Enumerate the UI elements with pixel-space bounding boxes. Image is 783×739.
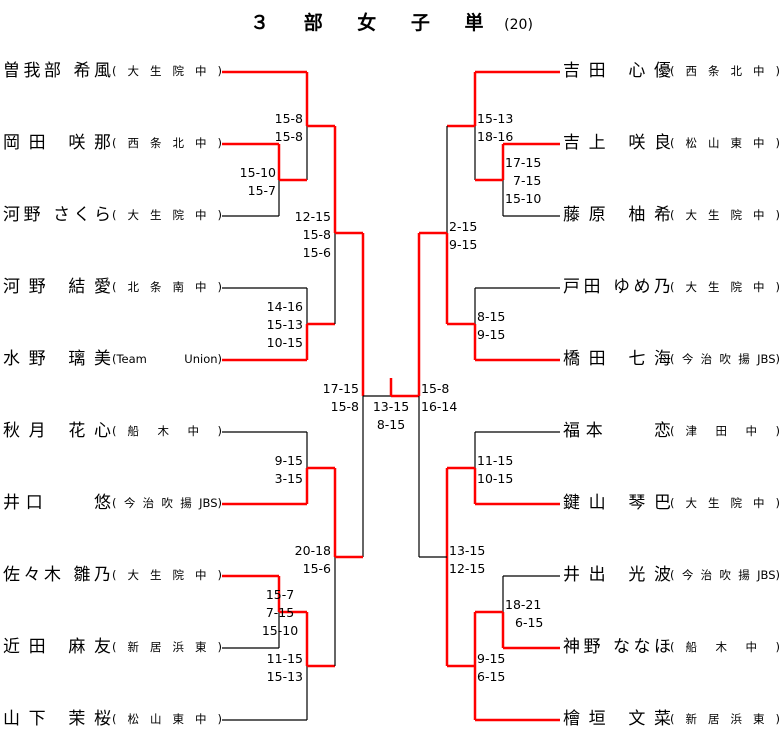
match-score: 15-8: [330, 399, 359, 414]
match-score: 15-7: [265, 587, 295, 602]
right-player-school: (大生院中): [670, 280, 780, 294]
left-player-school: (大生院中): [112, 64, 222, 78]
left-player-school: (北条南中): [112, 280, 222, 294]
match-score: 15-13: [266, 317, 303, 332]
right-player-school: (松山東中): [670, 136, 780, 150]
right-player-school: (西条北中): [670, 64, 780, 78]
left-player-name: 佐々木 雛乃: [3, 565, 111, 585]
left-player-name: 河野 結愛: [3, 277, 111, 297]
match-score: 17-15: [505, 155, 542, 170]
right-player-school: ( 船 木 中 ): [670, 640, 780, 654]
match-score: 15-7: [247, 183, 276, 198]
match-score: 13-15: [449, 543, 486, 558]
right-player-name: 戸田 ゆめ乃: [563, 277, 671, 297]
left-player-school: ( 船 木 中 ): [112, 424, 222, 438]
match-score: 9-15: [274, 453, 303, 468]
right-player-name: 鍵山 琴巴: [563, 493, 671, 513]
match-score: 15-8: [421, 381, 450, 396]
match-score: 11-15: [266, 651, 303, 666]
match-score: 8-15: [477, 309, 506, 324]
left-player-name: 井口 悠: [3, 493, 111, 513]
match-score: 2-15: [449, 219, 478, 234]
match-score: 14-16: [266, 299, 303, 314]
match-score: 11-15: [477, 453, 514, 468]
left-player-school: (西条北中): [112, 136, 222, 150]
right-player-school: (今治吹揚JBS): [670, 568, 780, 582]
right-player-name: 神野 ななほ: [563, 637, 671, 657]
match-score: 13-15: [372, 399, 410, 414]
match-score: 12-15: [294, 209, 331, 224]
right-player-school: ( 津 田 中 ): [670, 424, 780, 438]
match-score: 9-15: [477, 327, 506, 342]
right-player-name: 檜垣 文菜: [563, 709, 671, 729]
match-score: 18-16: [477, 129, 514, 144]
match-score: 15-6: [302, 245, 331, 260]
match-score: 20-18: [294, 543, 331, 558]
match-score: 9-15: [449, 237, 478, 252]
left-player-school: (大生院中): [112, 208, 222, 222]
left-player-school: (松山東中): [112, 712, 222, 726]
left-player-name: 山下 茉桜: [3, 709, 111, 729]
left-player-school: (今治吹揚JBS): [112, 496, 222, 510]
match-score: 15-8: [274, 129, 303, 144]
title-main: ３ 部 女 子 単: [250, 12, 498, 34]
match-score: 9-15: [477, 651, 506, 666]
match-score: 12-15: [449, 561, 486, 576]
right-player-school: (今治吹揚JBS): [670, 352, 780, 366]
match-score: 10-15: [266, 335, 303, 350]
left-player-name: 河野 さくら: [3, 205, 111, 225]
match-score: 15-8: [274, 111, 303, 126]
match-score: 10-15: [477, 471, 514, 486]
right-player-name: 井出 光波: [563, 565, 671, 585]
right-player-name: 藤原 柚希: [563, 205, 671, 225]
match-score: 7-15: [513, 173, 542, 188]
right-player-school: (大生院中): [670, 496, 780, 510]
left-player-name: 岡田 咲那: [3, 133, 111, 153]
match-score: 6-15: [515, 615, 544, 630]
match-score: 15-10: [239, 165, 276, 180]
title-count: (20): [504, 17, 533, 33]
right-player-school: (大生院中): [670, 208, 780, 222]
match-score: 17-15: [322, 381, 359, 396]
match-score: 15-6: [302, 561, 331, 576]
match-score: 6-15: [477, 669, 506, 684]
match-score: 7-15: [265, 605, 295, 620]
left-player-name: 水野 璃美: [3, 349, 111, 369]
left-player-school: (大生院中): [112, 568, 222, 582]
match-score: 18-21: [505, 597, 542, 612]
right-player-name: 吉田 心優: [563, 61, 671, 81]
match-score: 8-15: [376, 417, 406, 432]
match-score: 3-15: [274, 471, 303, 486]
page-title: ３ 部 女 子 単 (20): [0, 8, 783, 35]
match-score: 15-10: [505, 191, 542, 206]
left-player-name: 秋月 花心: [3, 421, 111, 441]
left-player-name: 曽我部 希風: [3, 61, 111, 81]
right-player-name: 橋田 七海: [563, 349, 671, 369]
match-score: 16-14: [421, 399, 458, 414]
match-score: 15-13: [477, 111, 514, 126]
left-player-school: (新居浜東): [112, 640, 222, 654]
match-score: 15-8: [302, 227, 331, 242]
left-player-school: (Team Union): [112, 352, 222, 366]
match-score: 15-13: [266, 669, 303, 684]
right-player-school: (新居浜東): [670, 712, 780, 726]
right-player-name: 福本 恋: [563, 421, 671, 441]
match-score: 15-10: [261, 623, 299, 638]
left-player-name: 近田 麻友: [3, 637, 111, 657]
right-player-name: 吉上 咲良: [563, 133, 671, 153]
